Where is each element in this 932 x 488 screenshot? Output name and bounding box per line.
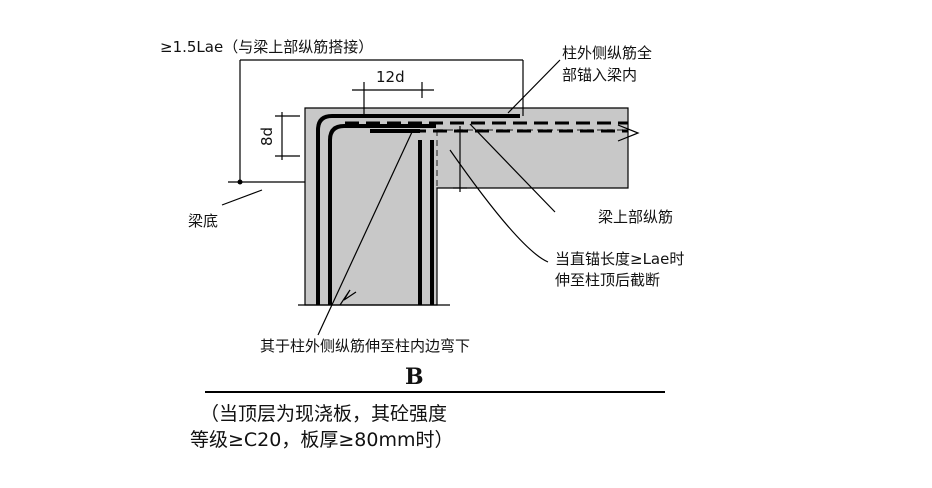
break-mark-bottom (339, 289, 357, 306)
leader-outer-bars (507, 59, 561, 114)
straight-anchor-label-2: 伸至柱顶后截断 (555, 271, 660, 289)
outer-bars-label-2: 部锚入梁内 (562, 66, 637, 84)
break-mark-right (617, 124, 640, 142)
leader-beam-bottom (221, 189, 263, 206)
leader-straight-anchor (449, 149, 549, 263)
column-outer-bar (316, 114, 520, 305)
column-outer-bar-2 (328, 124, 436, 305)
variant-label: B (405, 364, 424, 390)
outer-bars-label-1: 柱外侧纵筋全 (562, 44, 652, 62)
top-dimension-label: ≥1.5Lae（与梁上部纵筋搭接） (160, 38, 373, 56)
dim-12d-label: 12d (376, 68, 405, 86)
remaining-bars-label: 其于柱外侧纵筋伸至柱内边弯下 (260, 337, 470, 355)
straight-anchor-label-1: 当直锚长度≥Lae时 (555, 250, 684, 268)
beam-bottom-label: 梁底 (188, 212, 218, 230)
condition-label-1: （当顶层为现浇板，其砼强度 (200, 403, 447, 425)
beam-top-bars-label: 梁上部纵筋 (598, 208, 673, 226)
leader-remaining-bars (317, 131, 413, 336)
dim-8d-label: 8d (258, 127, 276, 146)
leader-beam-top-bars (469, 123, 556, 213)
condition-label-2: 等级≥C20，板厚≥80mm时） (190, 429, 453, 451)
